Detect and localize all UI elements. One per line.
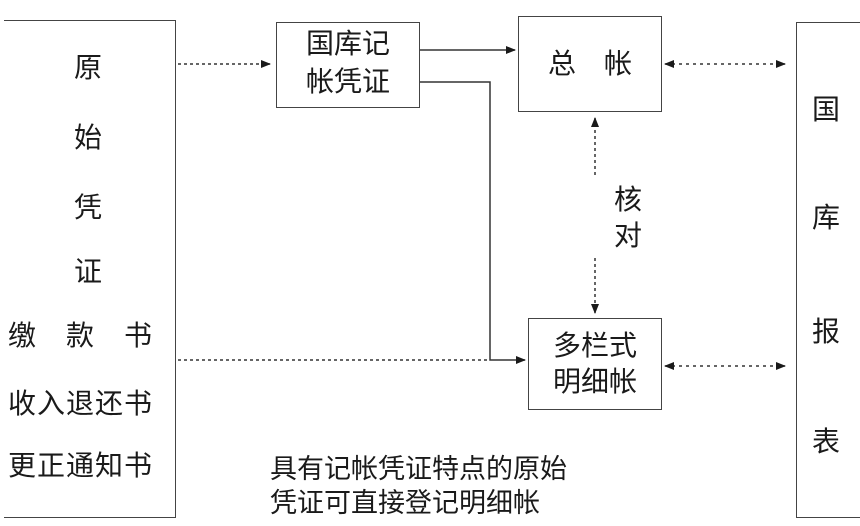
report-char-2: 库 [812,201,841,234]
source-title-char-2: 始 [74,121,103,154]
source-item-refund-form: 收入退还书 [8,387,154,420]
check-label-char-1: 核 [614,183,643,216]
detail-ledger-line-2: 明细帐 [552,365,637,398]
detail-ledger-line-1: 多栏式 [552,329,637,362]
general-ledger-box [518,16,662,112]
footnote-line-1: 具有记帐凭证特点的原始 [270,454,567,485]
report-char-3: 报 [812,315,841,348]
arrow-voucher-to-detail [420,81,526,364]
detail-ledger-box [528,318,662,410]
check-label-char-2: 对 [614,219,643,252]
source-title-char-1: 原 [74,51,103,84]
report-char-4: 表 [812,425,841,458]
source-voucher-box [4,20,176,518]
source-item-correction-notice: 更正通知书 [8,449,154,482]
source-item-payment-form: 缴 款 书 [8,319,154,352]
footnote-line-2: 凭证可直接登记明细帐 [270,488,540,519]
general-ledger-label: 总 帐 [547,47,632,80]
source-title-char-4: 证 [74,255,103,288]
treasury-voucher-line-1: 国库记 [305,27,390,60]
source-title-char-3: 凭 [74,191,103,224]
treasury-report-box [796,22,860,518]
treasury-voucher-box [276,22,420,108]
treasury-voucher-line-2: 帐凭证 [305,65,390,98]
report-char-1: 国 [812,93,841,126]
